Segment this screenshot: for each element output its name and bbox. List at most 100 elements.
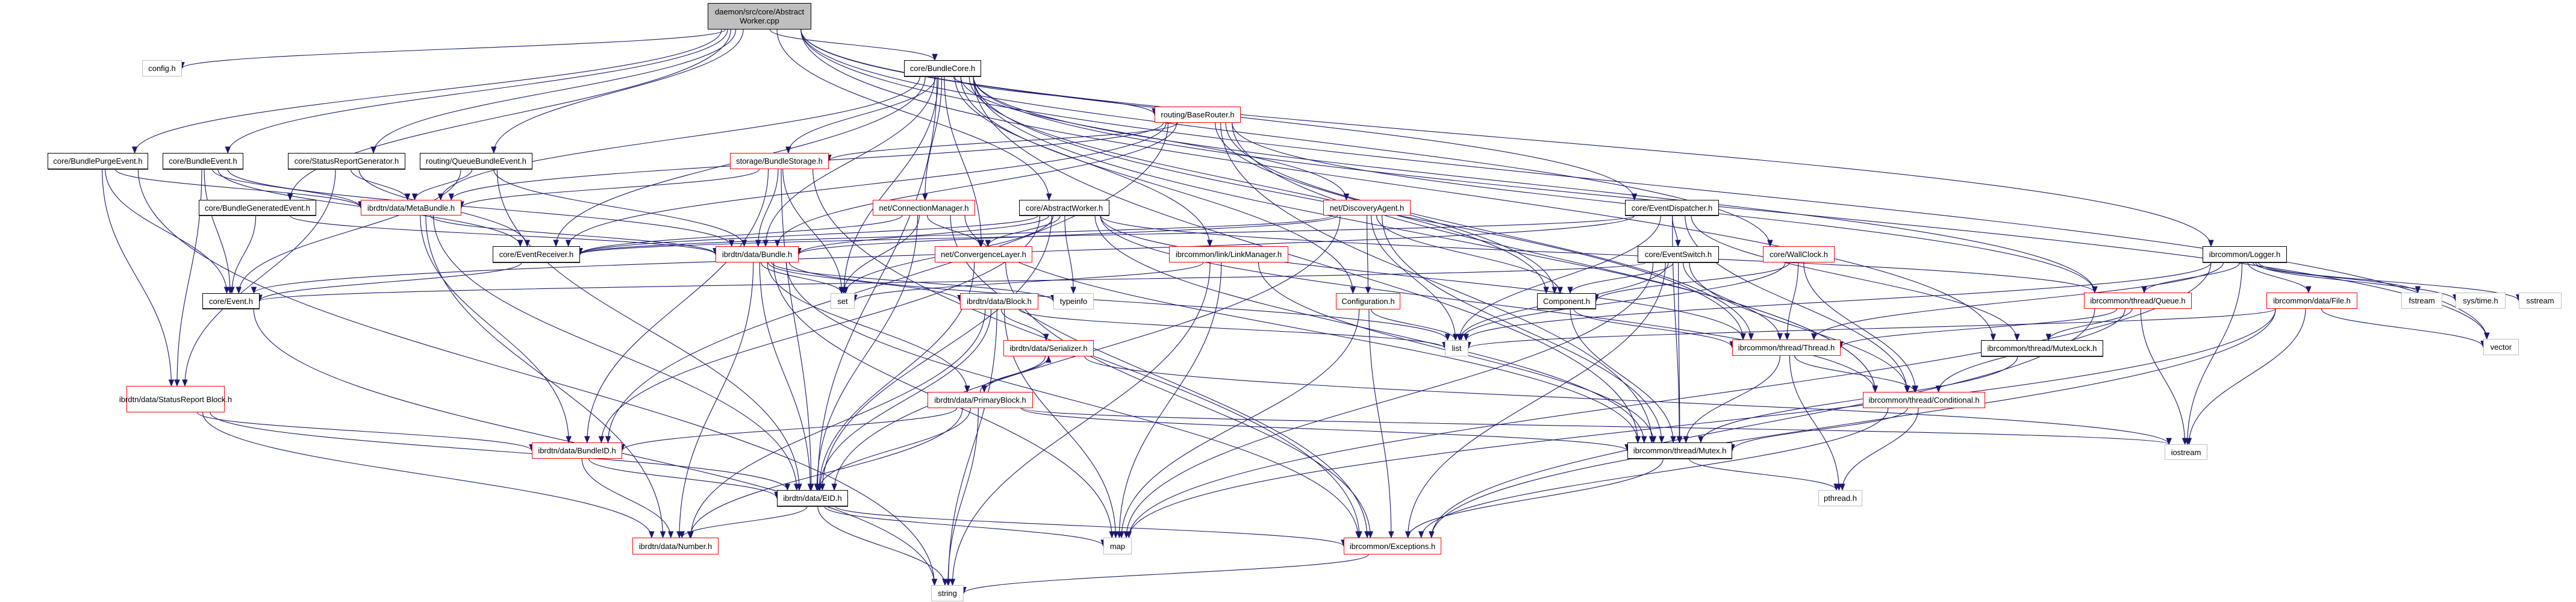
arrowhead-icon — [168, 379, 175, 387]
edge-root-to-bundlegeneratedevent — [290, 29, 731, 200]
node-abstractworker[interactable]: core/AbstractWorker.h — [1019, 200, 1109, 216]
node-statusreportgenerator[interactable]: core/StatusReportGenerator.h — [288, 153, 405, 169]
node-queuebundleevent[interactable]: routing/QueueBundleEvent.h — [420, 153, 532, 169]
edge-configuration-to-list — [1371, 309, 1456, 341]
node-set[interactable]: set — [831, 293, 855, 309]
node-config[interactable]: config.h — [142, 60, 182, 76]
node-bundleevent[interactable]: core/BundleEvent.h — [163, 153, 243, 169]
node-root[interactable]: daemon/src/core/Abstract Worker.cpp — [708, 3, 811, 29]
node-logger[interactable]: ibrcommon/Logger.h — [2203, 246, 2287, 262]
edge-primaryblock-to-bundleid — [622, 408, 957, 451]
edge-root-to-config — [181, 29, 726, 69]
node-bundle[interactable]: ibrdtn/data/Bundle.h — [716, 246, 799, 262]
node-baserouter[interactable]: routing/BaseRouter.h — [1155, 107, 1241, 123]
node-block[interactable]: ibrdtn/data/Block.h — [960, 293, 1038, 309]
arrowhead-icon — [404, 193, 411, 201]
node-mutexlock[interactable]: ibrcommon/thread/MutexLock.h — [1981, 340, 2103, 356]
edge-bundle-to-set — [760, 262, 842, 294]
node-fstream[interactable]: fstream — [2401, 293, 2442, 309]
node-event[interactable]: core/Event.h — [202, 293, 260, 309]
node-sstream[interactable]: sstream — [2519, 293, 2562, 309]
edge-bundle-to-block — [767, 262, 961, 302]
edge-queuebundleevent-to-event — [238, 169, 461, 294]
node-iostream[interactable]: iostream — [2165, 444, 2207, 460]
edge-eventreceiver-to-event — [259, 262, 522, 302]
node-eid[interactable]: ibrdtn/data/EID.h — [777, 490, 848, 506]
node-pthread[interactable]: pthread.h — [1818, 490, 1862, 506]
node-eventreceiver[interactable]: core/EventReceiver.h — [493, 246, 580, 262]
arrowhead-icon — [679, 531, 685, 539]
arrowhead-icon — [2014, 334, 2020, 341]
node-eventswitch[interactable]: core/EventSwitch.h — [1638, 246, 1719, 262]
arrowhead-icon — [1118, 531, 1124, 539]
node-exceptions[interactable]: ibrcommon/Exceptions.h — [1344, 538, 1441, 554]
node-statusreportblock[interactable]: ibrdtn/data/StatusReport Block.h — [119, 386, 232, 412]
edge-bundlestorage-to-bundle — [758, 169, 779, 247]
node-convergencelayer[interactable]: net/ConvergenceLayer.h — [935, 246, 1032, 262]
arrowhead-icon — [931, 579, 938, 586]
arrowhead-icon — [784, 483, 791, 491]
node-bundlecore[interactable]: core/BundleCore.h — [904, 60, 981, 76]
edge-conditional-to-pthread — [1842, 408, 1919, 491]
node-connectionmanager[interactable]: net/ConnectionManager.h — [873, 200, 975, 216]
edge-bundlecore-to-connectionmanager — [925, 76, 943, 200]
node-bundlestorage[interactable]: storage/BundleStorage.h — [730, 153, 829, 169]
edge-eventswitch-to-map — [1126, 262, 1654, 538]
node-systime[interactable]: sys/time.h — [2456, 293, 2506, 309]
node-bundlegeneratedevent[interactable]: core/BundleGeneratedEvent.h — [199, 200, 316, 216]
arrowhead-icon — [1650, 436, 1657, 444]
node-conditional[interactable]: ibrcommon/thread/Conditional.h — [1863, 392, 1985, 408]
arrowhead-icon — [1748, 333, 1754, 341]
arrowhead-icon — [524, 240, 531, 247]
arrowhead-icon — [649, 531, 655, 539]
arrowhead-icon — [1990, 334, 1997, 341]
node-string[interactable]: string — [931, 585, 964, 601]
edge-file-to-map — [1128, 308, 2276, 538]
edge-queuebundleevent-to-metabundle — [414, 169, 473, 200]
node-wallclock[interactable]: core/WallClock.h — [1763, 246, 1835, 262]
arrowhead-icon — [1365, 287, 1371, 294]
arrowhead-icon — [251, 287, 257, 294]
edge-discoveryagent-to-component — [1376, 215, 1561, 294]
node-map[interactable]: map — [1103, 538, 1132, 554]
edge-discoveryagent-to-bundle — [798, 215, 1338, 255]
edge-logger-to-iostream — [2187, 262, 2242, 445]
node-typeinfo[interactable]: typeinfo — [1053, 293, 1094, 309]
edge-baserouter-to-bundle — [777, 122, 1177, 247]
arrowhead-icon — [1418, 531, 1424, 539]
node-linkmanager[interactable]: ibrcommon/link/LinkManager.h — [1169, 246, 1288, 262]
node-eventdispatcher[interactable]: core/EventDispatcher.h — [1625, 200, 1719, 216]
edge-primaryblock-to-mutex — [1020, 408, 1628, 451]
node-list[interactable]: list — [1445, 340, 1468, 356]
edge-bundlepurgeevent-to-event — [105, 169, 228, 294]
node-mutex[interactable]: ibrcommon/thread/Mutex.h — [1627, 442, 1732, 459]
edge-bundlegeneratedevent-to-bundle — [289, 215, 716, 255]
edge-thread-to-pthread — [1789, 355, 1839, 491]
node-number[interactable]: ibrdtn/data/Number.h — [632, 538, 719, 554]
arrowhead-icon — [1670, 436, 1676, 444]
edge-abstractworker-to-queue — [1100, 215, 2095, 293]
edge-bundlestorage-to-set — [782, 169, 843, 294]
node-vector[interactable]: vector — [2483, 339, 2519, 355]
edge-conditional-to-exceptions — [1421, 408, 1889, 538]
node-bundlepurgeevent[interactable]: core/BundlePurgeEvent.h — [48, 153, 148, 169]
edge-root-to-abstractworker — [776, 29, 1050, 200]
node-metabundle[interactable]: ibrdtn/data/MetaBundle.h — [361, 200, 461, 216]
edge-block-to-string — [948, 309, 997, 586]
node-thread[interactable]: ibrcommon/thread/Thread.h — [1732, 340, 1841, 356]
edge-abstractworker-to-bundle — [798, 215, 1050, 255]
edge-wallclock-to-thread — [1786, 262, 1799, 340]
edge-file-to-iostream — [2188, 308, 2306, 445]
node-component[interactable]: Component.h — [1537, 293, 1596, 309]
arrowhead-icon — [687, 531, 693, 539]
node-bundleid[interactable]: ibrdtn/data/BundleID.h — [532, 442, 622, 459]
node-serializer[interactable]: ibrdtn/data/Serializer.h — [1003, 340, 1094, 356]
edge-bundlepurgeevent-to-metabundle — [114, 169, 361, 208]
node-configuration[interactable]: Configuration.h — [1336, 293, 1400, 309]
node-queue[interactable]: ibrcommon/thread/Queue.h — [2084, 293, 2192, 309]
arrowhead-icon — [1872, 385, 1879, 393]
node-discoveryagent[interactable]: net/DiscoveryAgent.h — [1323, 200, 1411, 216]
node-file[interactable]: ibrcommon/data/File.h — [2266, 293, 2357, 309]
edge-bundlecore-to-bundlestorage — [788, 76, 936, 154]
node-primaryblock[interactable]: ibrdtn/data/PrimaryBlock.h — [928, 392, 1033, 408]
